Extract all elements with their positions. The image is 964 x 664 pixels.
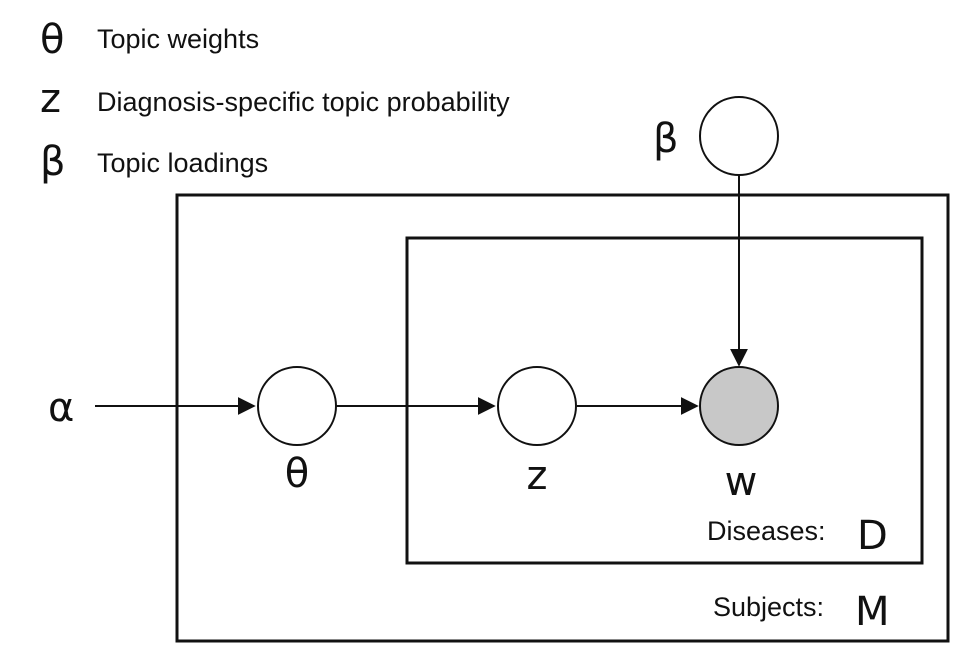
theta-symbol: θ bbox=[285, 451, 309, 497]
subjects-plate-symbol: M bbox=[855, 589, 890, 635]
subjects-plate bbox=[175, 193, 950, 643]
w-observed-node bbox=[699, 366, 779, 446]
beta-node bbox=[699, 96, 779, 176]
subjects-plate-label: Subjects: bbox=[713, 592, 824, 622]
z-node bbox=[497, 366, 577, 446]
legend-beta-text: Topic loadings bbox=[97, 148, 268, 178]
diseases-plate-symbol: D bbox=[857, 513, 888, 559]
diseases-plate bbox=[405, 236, 924, 565]
legend-theta-symbol: θ bbox=[40, 17, 64, 63]
theta-node bbox=[257, 366, 337, 446]
legend-beta-symbol: β bbox=[40, 139, 66, 185]
alpha-symbol: α bbox=[48, 385, 74, 431]
z-symbol: z bbox=[527, 453, 548, 499]
diseases-plate-label: Diseases: bbox=[707, 516, 826, 546]
legend-z-symbol: z bbox=[40, 76, 61, 122]
w-symbol: w bbox=[725, 459, 758, 505]
legend-z-text: Diagnosis-specific topic probability bbox=[97, 87, 510, 117]
legend: θ Topic weights z Diagnosis-specific top… bbox=[40, 17, 510, 185]
beta-symbol: β bbox=[653, 116, 679, 162]
legend-theta-text: Topic weights bbox=[97, 24, 259, 54]
